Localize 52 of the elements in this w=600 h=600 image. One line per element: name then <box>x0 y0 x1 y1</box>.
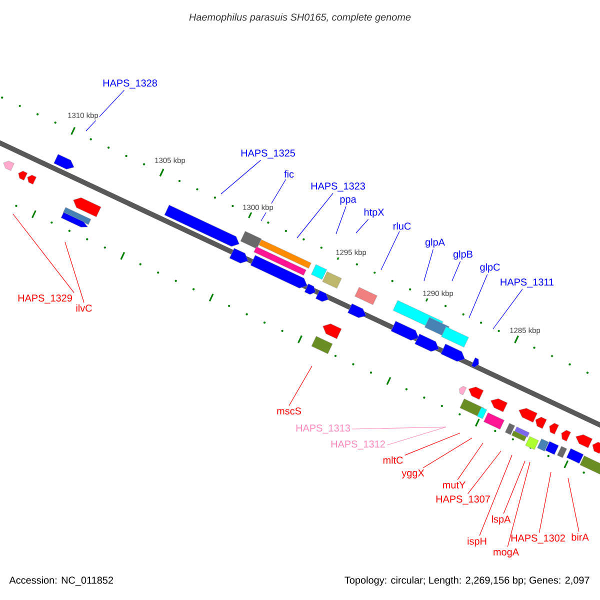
leader-line <box>296 192 334 238</box>
leader-line <box>452 261 461 282</box>
leader-line <box>424 249 434 282</box>
gene-label: lspA <box>492 515 511 525</box>
gene-label: glpC <box>480 263 500 273</box>
leader-line <box>352 426 446 430</box>
leader-line <box>422 438 472 468</box>
gene-label: ilvC <box>76 304 92 312</box>
leader-line <box>568 478 580 532</box>
gene-label: HAPS_1311 <box>500 278 554 288</box>
leader-line <box>507 462 530 548</box>
gene-label: rluC <box>394 222 411 230</box>
leader-line <box>467 450 502 494</box>
gene-label: glpA <box>425 238 445 248</box>
gene-label: mltC <box>383 456 403 464</box>
leader-line <box>12 214 74 294</box>
gene-label: HAPS_1313 <box>296 424 350 434</box>
leader-line <box>457 442 484 480</box>
accession-text: Accession: NC_011852 <box>9 576 113 586</box>
gene-label: HAPS_1307 <box>436 496 490 504</box>
gene-label: ppa <box>340 197 356 205</box>
title: Haemophilus parasuis SH0165, complete genome <box>189 13 411 23</box>
gene-label: mscS <box>277 407 301 415</box>
leader-line <box>538 472 552 534</box>
leader-line <box>468 274 488 318</box>
leader-line <box>356 219 369 234</box>
genome-stats-text: Topology: circular; Length: 2,269,156 bp; Genes: 2,097 <box>344 576 590 586</box>
gene-label: HAPS_1325 <box>241 150 295 158</box>
gene-label: HAPS_1312 <box>331 440 385 450</box>
leader-line <box>404 432 460 456</box>
gene-label: fic <box>284 170 294 178</box>
gene-label: yggX <box>402 470 424 478</box>
leader-line <box>336 206 346 234</box>
gene-label: HAPS_1329 <box>18 294 72 304</box>
leader-line <box>503 460 526 514</box>
leader-line <box>64 242 84 303</box>
gene-label: HAPS_1328 <box>103 80 157 88</box>
gene-label: HAPS_1323 <box>311 182 365 192</box>
gene-label: mogA <box>494 548 519 558</box>
leader-line <box>380 231 400 270</box>
gene-label: mutY <box>443 482 466 488</box>
leader-line <box>220 160 262 194</box>
gene-label: ispH <box>468 537 486 547</box>
gene-label: glpB <box>453 250 472 260</box>
gene-label: birA <box>572 533 589 541</box>
leader-line <box>479 454 512 536</box>
gene-label: htpX <box>364 208 384 218</box>
leader-line <box>386 426 446 446</box>
gene-label: HAPS_1302 <box>511 534 565 544</box>
leader-line <box>86 90 125 132</box>
leader-line <box>288 366 312 406</box>
leader-line <box>492 288 523 330</box>
